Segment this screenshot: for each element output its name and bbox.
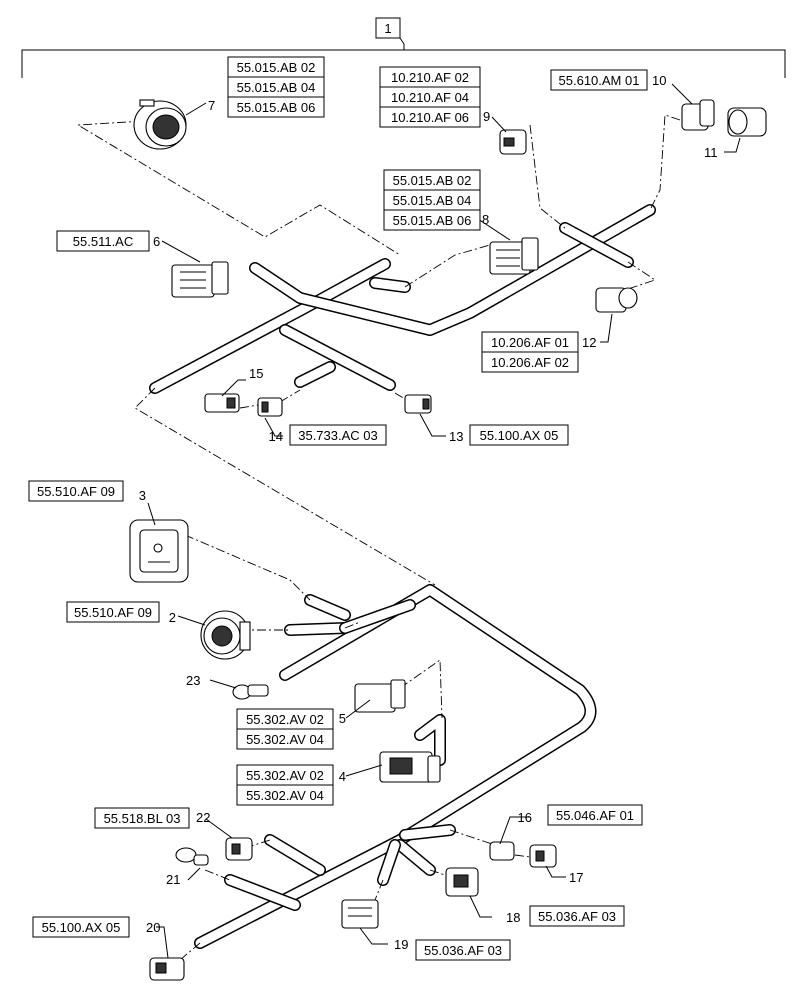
ref-label: 55.015.AB 06 — [393, 213, 472, 228]
reference-boxes: 55.510.AF 09 55.510.AF 09 55.302.AV 02 5… — [28, 56, 648, 961]
callout-number: 21 — [166, 872, 180, 887]
connector-10 — [681, 99, 715, 131]
ref-label: 55.302.AV 04 — [246, 788, 324, 803]
connector-13 — [404, 394, 432, 414]
ref-box-7: 55.015.AB 02 55.015.AB 04 55.015.AB 06 — [227, 56, 325, 118]
ref-label: 55.015.AB 02 — [237, 60, 316, 75]
leader-lines — [147, 83, 741, 959]
callout-number: 3 — [139, 488, 146, 503]
ref-box-4: 55.302.AV 02 55.302.AV 04 — [236, 764, 334, 806]
ref-label: 10.206.AF 01 — [491, 335, 569, 350]
ref-label: 10.210.AF 02 — [391, 70, 469, 85]
callout-number: 17 — [569, 870, 583, 885]
ref-label: 55.610.AM 01 — [559, 73, 640, 88]
ref-label: 35.733.AC 03 — [298, 428, 378, 443]
ref-box-18: 55.036.AF 03 — [529, 905, 625, 927]
connector-20 — [149, 957, 185, 981]
ref-label: 55.015.AB 02 — [393, 173, 472, 188]
ref-box-20: 55.100.AX 05 — [32, 916, 130, 938]
ref-box-5: 55.302.AV 02 55.302.AV 04 — [236, 708, 334, 750]
ref-box-6: 55.511.AC — [56, 230, 150, 252]
connector-15 — [204, 393, 240, 413]
callout-number: 11 — [704, 145, 718, 160]
ref-label: 55.036.AF 03 — [538, 909, 616, 924]
callout-number: 4 — [339, 769, 346, 784]
callout-number: 2 — [169, 610, 176, 625]
ref-label: 10.206.AF 02 — [491, 355, 569, 370]
ref-label: 55.511.AC — [73, 234, 133, 249]
callout-number: 9 — [483, 109, 490, 124]
ref-label: 55.302.AV 02 — [246, 768, 324, 783]
callout-number: 23 — [186, 673, 200, 688]
lower-harness — [194, 584, 597, 949]
connector-2-circular — [200, 610, 251, 660]
ref-box-13: 55.100.AX 05 — [469, 424, 569, 446]
ref-label: 10.210.AF 04 — [391, 90, 469, 105]
ref-box-22: 55.518.BL 03 — [94, 807, 190, 829]
ref-box-3: 55.510.AF 09 — [28, 480, 124, 502]
ref-label: 55.015.AB 06 — [237, 100, 316, 115]
ref-label: 10.210.AF 06 — [391, 110, 469, 125]
terminal-21-ring — [175, 847, 209, 866]
main-item-number: 1 — [384, 21, 391, 36]
callout-number: 12 — [582, 335, 596, 350]
ref-box-10: 55.610.AM 01 — [550, 69, 648, 91]
connector-16 — [489, 841, 515, 861]
callout-number: 8 — [482, 212, 489, 227]
callout-number: 19 — [394, 937, 408, 952]
ref-box-9: 10.210.AF 02 10.210.AF 04 10.210.AF 06 — [379, 66, 481, 128]
connector-6 — [171, 261, 229, 298]
callout-number: 10 — [652, 73, 666, 88]
ref-label: 55.046.AF 01 — [556, 808, 634, 823]
ref-box-19: 55.036.AF 03 — [415, 939, 511, 961]
callout-number: 15 — [249, 366, 263, 381]
connector-17 — [529, 844, 557, 868]
callout-number: 5 — [339, 711, 346, 726]
connector-8 — [489, 237, 539, 275]
ref-box-12: 10.206.AF 01 10.206.AF 02 — [481, 331, 579, 373]
ref-label: 55.015.AB 04 — [393, 193, 472, 208]
ref-label: 55.100.AX 05 — [480, 428, 559, 443]
connector-18 — [445, 867, 479, 897]
callout-number: 20 — [146, 920, 160, 935]
connector-14 — [257, 397, 283, 417]
ref-box-2: 55.510.AF 09 — [66, 601, 160, 623]
callout-number: 14 — [269, 429, 283, 444]
ref-box-14: 35.733.AC 03 — [289, 424, 387, 446]
ref-box-16: 55.046.AF 01 — [547, 804, 643, 826]
callout-number: 22 — [196, 810, 210, 825]
callout-number: 13 — [449, 429, 463, 444]
terminal-23-ring — [232, 684, 269, 700]
callout-number: 18 — [506, 910, 520, 925]
connector-4 — [379, 751, 441, 783]
connector-3-flange — [129, 519, 189, 583]
connector-22 — [225, 837, 253, 861]
connector-11 — [727, 107, 767, 137]
callout-numbers: 2 3 4 5 6 7 8 9 10 11 12 13 14 15 16 17 … — [139, 73, 718, 952]
assembly-bracket: 1 — [21, 17, 786, 78]
connector-7-circular — [133, 99, 187, 150]
connector-9 — [499, 129, 527, 155]
ref-label: 55.510.AF 09 — [74, 605, 152, 620]
callout-number: 16 — [518, 810, 532, 825]
connector-12 — [595, 287, 638, 313]
ref-box-8: 55.015.AB 02 55.015.AB 04 55.015.AB 06 — [383, 169, 481, 231]
callout-number: 7 — [208, 98, 215, 113]
ref-label: 55.510.AF 09 — [37, 484, 115, 499]
callout-number: 6 — [153, 234, 160, 249]
ref-label: 55.518.BL 03 — [104, 811, 181, 826]
ref-label: 55.100.AX 05 — [42, 920, 121, 935]
upper-harness — [149, 204, 656, 394]
ref-label: 55.302.AV 04 — [246, 732, 324, 747]
connector-19 — [341, 899, 379, 929]
connector-5 — [354, 679, 406, 713]
ref-label: 55.302.AV 02 — [246, 712, 324, 727]
ref-label: 55.015.AB 04 — [237, 80, 316, 95]
ref-label: 55.036.AF 03 — [424, 943, 502, 958]
